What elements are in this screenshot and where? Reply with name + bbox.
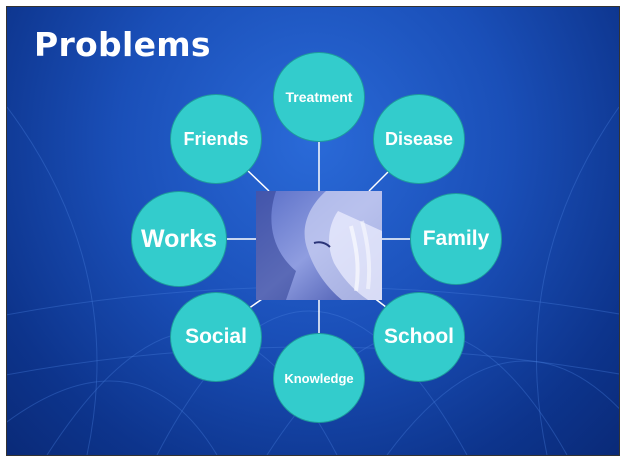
center-photo	[256, 191, 382, 300]
node-works: Works	[131, 191, 227, 287]
node-label: Social	[185, 325, 247, 348]
node-school: School	[373, 292, 465, 382]
node-social: Social	[170, 292, 262, 382]
node-label: Knowledge	[284, 370, 354, 386]
node-family: Family	[410, 193, 502, 285]
node-label: Treatment	[285, 89, 353, 105]
node-label: Friends	[183, 128, 249, 149]
node-treatment: Treatment	[273, 52, 365, 142]
slide-title: Problems	[34, 25, 211, 64]
node-label: School	[383, 325, 454, 348]
node-disease: Disease	[373, 94, 465, 184]
node-knowledge: Knowledge	[273, 333, 365, 423]
node-label: Disease	[384, 128, 454, 149]
node-label: Works	[141, 224, 217, 253]
node-label: Family	[422, 227, 490, 250]
node-friends: Friends	[170, 94, 262, 184]
slide: Problems	[6, 6, 620, 456]
